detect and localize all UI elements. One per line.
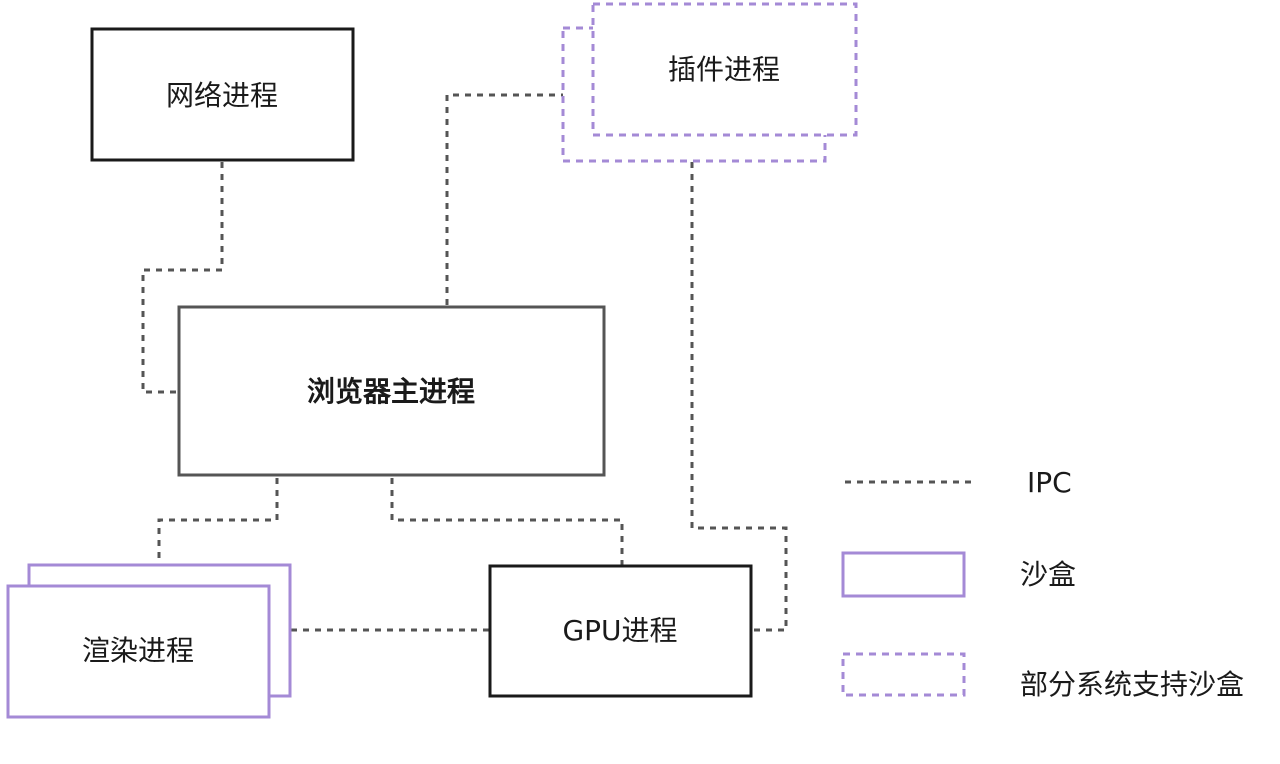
legend-sandbox-swatch [841, 551, 966, 598]
legend-ipc-label: IPC [1027, 466, 1072, 499]
ipc-link-plugin-gpu [690, 162, 788, 632]
renderer-process-node: 渲染进程 [6, 563, 292, 719]
browser-main-process-label: 浏览器主进程 [307, 375, 475, 408]
renderer-process-label: 渲染进程 [82, 634, 194, 667]
browser-main-process-node: 浏览器主进程 [177, 305, 606, 477]
ipc-link-browser-plugin [445, 93, 563, 305]
network-process-node: 网络进程 [90, 27, 355, 162]
ipc-link-browser-renderer [157, 478, 279, 563]
legend-partial-sandbox-swatch [841, 652, 966, 697]
gpu-process-node: GPU进程 [488, 564, 753, 698]
network-process-label: 网络进程 [166, 79, 278, 112]
ipc-link-browser-gpu [390, 478, 624, 565]
legend-partial-sandbox-label: 部分系统支持沙盒 [1020, 668, 1244, 701]
legend-sandbox-label: 沙盒 [1020, 558, 1076, 591]
ipc-link-network-browser [141, 162, 224, 394]
gpu-process-label: GPU进程 [562, 614, 677, 647]
legend: IPC 沙盒 部分系统支持沙盒 [841, 466, 1244, 701]
plugin-process-label: 插件进程 [668, 53, 780, 86]
plugin-process-node: 插件进程 [561, 2, 858, 163]
